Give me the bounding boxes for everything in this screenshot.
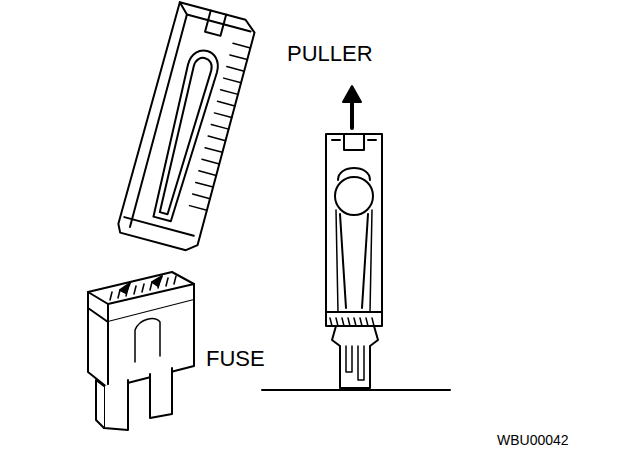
part-label: FUSE [206,347,265,371]
part-label: PULLER [287,42,373,66]
figure-code: WBU00042 [497,433,569,448]
puller-in-use [326,134,382,388]
puller-tool [116,2,257,253]
blade-fuse [88,272,194,430]
